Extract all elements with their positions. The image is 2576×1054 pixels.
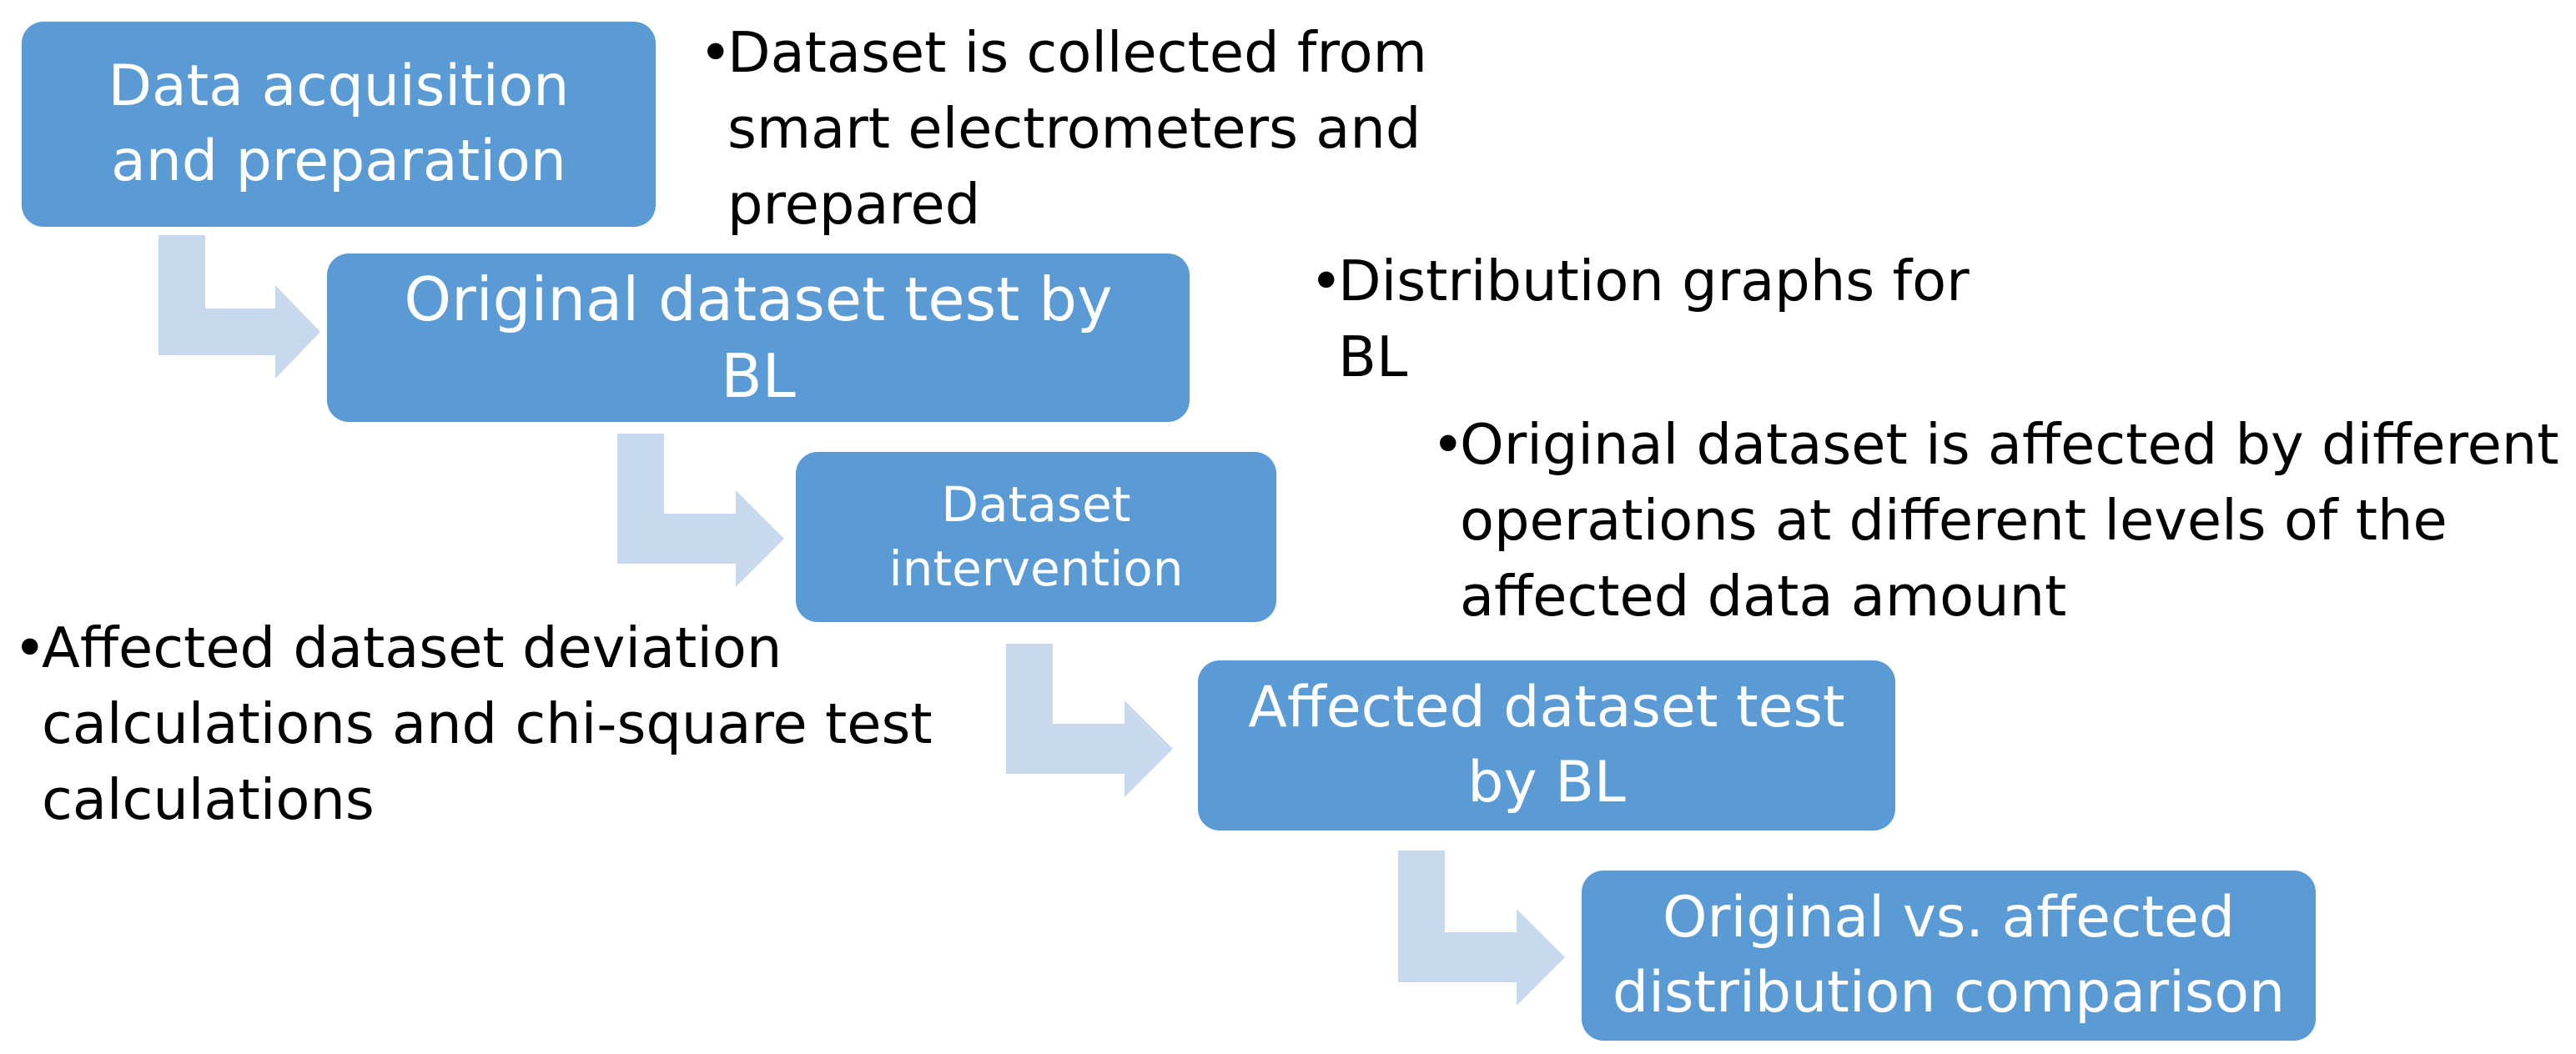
note-dataset-affected: • Original dataset is affected by differ…: [1431, 407, 2559, 635]
bent-arrow-1: [158, 235, 320, 379]
step-label: Original dataset test by BL: [404, 264, 1113, 411]
step-dataset-intervention: Dataset intervention: [796, 452, 1276, 622]
step-label: Affected dataset test by BL: [1248, 675, 1845, 816]
note-distribution-graphs: • Distribution graphs for BL: [1310, 243, 1970, 395]
step-label: Data acquisition and preparation: [108, 53, 570, 194]
bullet-point: •: [1431, 412, 1465, 477]
bent-arrow-4: [1398, 851, 1565, 1006]
step-data-acquisition: Data acquisition and preparation: [22, 22, 656, 227]
bent-arrow-3: [1006, 644, 1173, 797]
note-deviation-calculations: • Affected dataset deviation calculation…: [13, 610, 933, 838]
bent-arrow-2: [617, 434, 784, 587]
bullet-point: •: [13, 615, 47, 680]
note-data-collection: • Dataset is collected from smart electr…: [699, 15, 1427, 243]
bullet-point: •: [1310, 248, 1343, 314]
step-affected-dataset-test: Affected dataset test by BL: [1198, 660, 1895, 831]
step-label: Original vs. affected distribution compa…: [1612, 885, 2286, 1026]
step-distribution-comparison: Original vs. affected distribution compa…: [1582, 871, 2316, 1041]
step-original-dataset-test: Original dataset test by BL: [327, 253, 1190, 422]
bullet-point: •: [699, 20, 732, 85]
step-label: Dataset intervention: [888, 476, 1184, 597]
